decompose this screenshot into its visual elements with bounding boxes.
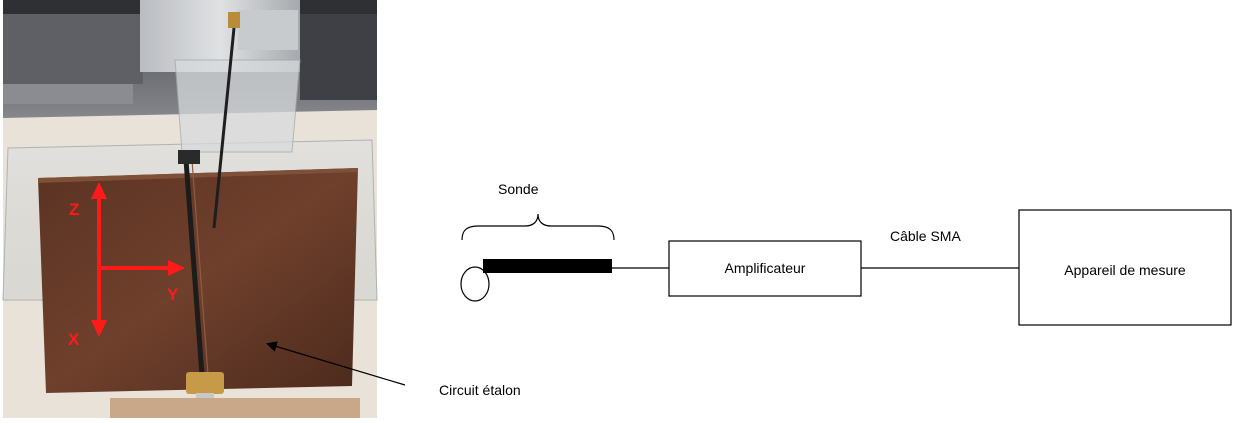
machine-rail-shadow — [3, 84, 133, 104]
setup-photo: Z Y X — [3, 0, 377, 418]
machine-rail-right — [300, 14, 377, 100]
callout-label: Circuit étalon — [439, 382, 521, 398]
measurement-schematic: Sonde Amplificateur Câble SMA Appareil d… — [461, 181, 1231, 325]
base-stand — [110, 398, 360, 418]
instrument-label: Appareil de mesure — [1064, 262, 1186, 278]
y-axis-label: Y — [167, 285, 179, 304]
z-axis-label: Z — [69, 200, 79, 219]
calibration-board — [38, 168, 358, 393]
cable-label: Câble SMA — [890, 228, 961, 244]
probe-brace — [462, 214, 614, 240]
probe-holder — [175, 60, 300, 152]
probe-body — [483, 259, 612, 273]
machine-rail-left — [3, 14, 143, 84]
probe-connector — [228, 12, 240, 28]
amplifier-label: Amplificateur — [725, 260, 806, 276]
scanner-block — [238, 10, 298, 50]
connector-top — [178, 150, 200, 164]
x-axis-label: X — [68, 330, 80, 349]
probe-label: Sonde — [498, 181, 539, 197]
connector-bottom — [186, 372, 224, 394]
